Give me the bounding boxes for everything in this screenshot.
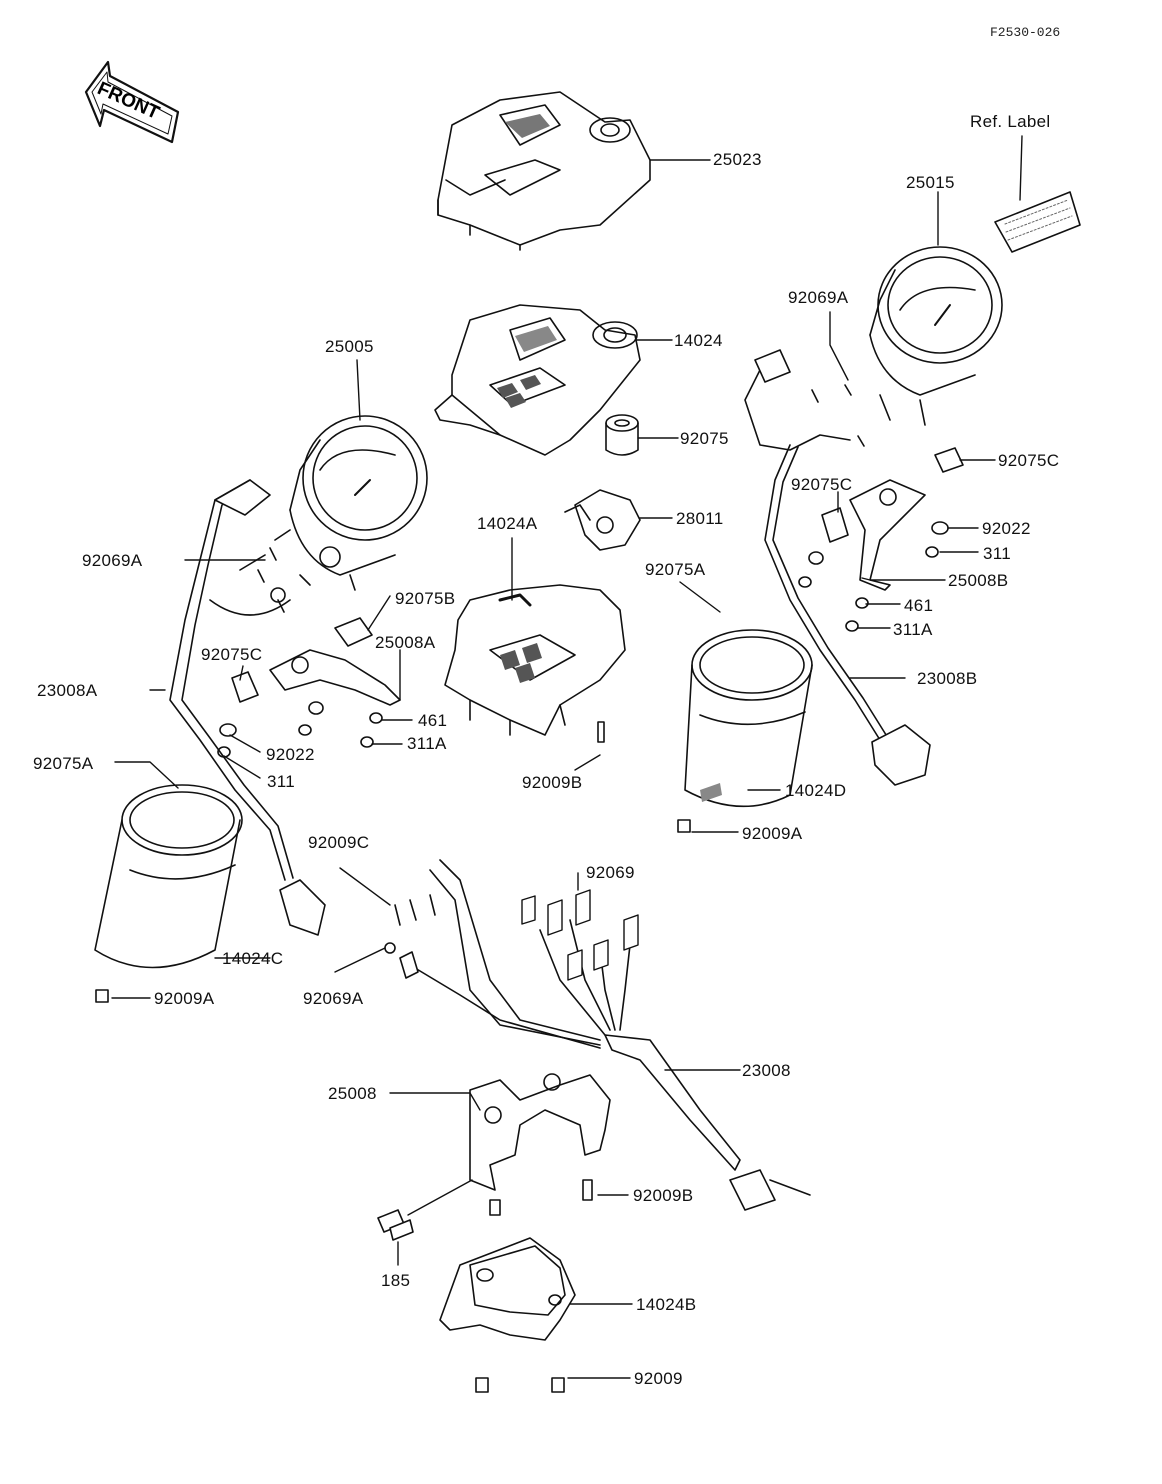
callout-92022-left: 92022 bbox=[266, 745, 315, 764]
callout-92075A-left: 92075A bbox=[33, 754, 94, 773]
bottom-cover-14024B bbox=[439, 1237, 576, 1341]
callout-311A-right: 311A bbox=[893, 620, 933, 639]
bracket-25008B bbox=[849, 479, 926, 591]
callout-14024A: 14024A bbox=[477, 514, 538, 533]
front-label-holder: FRONT bbox=[94, 78, 163, 124]
callout-92069A-left: 92069A bbox=[82, 551, 143, 570]
lower-meter-case-14024A bbox=[444, 584, 626, 736]
callout-311-right: 311 bbox=[983, 544, 1012, 563]
callout-23008B: 23008B bbox=[917, 669, 978, 688]
callout-25023: 25023 bbox=[713, 150, 762, 169]
callout-92075: 92075 bbox=[680, 429, 729, 448]
front-label: FRONT bbox=[94, 78, 163, 124]
ref-label-text: Ref. Label bbox=[970, 112, 1051, 131]
front-direction-arrow bbox=[84, 60, 180, 144]
callout-25005: 25005 bbox=[325, 337, 374, 356]
callout-23008: 23008 bbox=[742, 1061, 791, 1080]
reference-label-sticker bbox=[994, 191, 1081, 253]
speedometer-25015 bbox=[869, 246, 1003, 426]
callout-461-right: 461 bbox=[904, 596, 934, 615]
callout-92075C-right: 92075C bbox=[998, 451, 1060, 470]
upper-meter-cover-25023 bbox=[437, 91, 651, 251]
grommet-92075 bbox=[605, 414, 639, 456]
callout-92009B-bottom: 92009B bbox=[633, 1186, 694, 1205]
callout-92069A-bottom: 92069A bbox=[303, 989, 364, 1008]
callout-92075A-mid: 92075A bbox=[645, 560, 706, 579]
callout-14024: 14024 bbox=[674, 331, 723, 350]
callout-25008: 25008 bbox=[328, 1084, 377, 1103]
callout-185: 185 bbox=[381, 1271, 411, 1290]
callout-92022-right: 92022 bbox=[982, 519, 1031, 538]
callout-23008A: 23008A bbox=[37, 681, 98, 700]
callout-461-left: 461 bbox=[418, 711, 448, 730]
harness-23008A bbox=[169, 479, 326, 936]
callout-92075B: 92075B bbox=[395, 589, 456, 608]
callout-25008B: 25008B bbox=[948, 571, 1009, 590]
switch-28011 bbox=[564, 489, 641, 551]
callout-92009B-mid: 92009B bbox=[522, 773, 583, 792]
callout-92075C-mid: 92075C bbox=[791, 475, 853, 494]
bracket-25008A bbox=[269, 649, 401, 706]
callout-14024B: 14024B bbox=[636, 1295, 697, 1314]
callout-311-left: 311 bbox=[267, 772, 296, 791]
leader-lines bbox=[111, 135, 1023, 1379]
meter-cup-14024C bbox=[94, 784, 243, 969]
callout-28011: 28011 bbox=[676, 509, 724, 528]
meter-case-14024 bbox=[434, 304, 641, 456]
callout-14024D: 14024D bbox=[785, 781, 847, 800]
diagram-code: F2530-026 bbox=[990, 25, 1061, 40]
callout-25008A: 25008A bbox=[375, 633, 436, 652]
main-harness-23008 bbox=[384, 859, 811, 1211]
callout-92069: 92069 bbox=[586, 863, 635, 882]
small-hardware bbox=[217, 384, 964, 758]
callout-92009C: 92009C bbox=[308, 833, 370, 852]
callout-92009: 92009 bbox=[634, 1369, 683, 1388]
bracket-25008 bbox=[469, 1073, 611, 1191]
callout-92075C-left: 92075C bbox=[201, 645, 263, 664]
harness-23008B bbox=[744, 349, 931, 786]
meter-cup-14024D bbox=[684, 629, 813, 808]
callout-14024C: 14024C bbox=[222, 949, 284, 968]
tachometer-25005 bbox=[289, 415, 428, 591]
callout-92069A-right: 92069A bbox=[788, 288, 849, 307]
callout-92009A-left: 92009A bbox=[154, 989, 215, 1008]
screws bbox=[95, 819, 691, 1393]
bolt-185 bbox=[377, 1209, 414, 1241]
callout-25015: 25015 bbox=[906, 173, 955, 192]
callout-311A-left: 311A bbox=[407, 734, 447, 753]
callout-92009A-mid: 92009A bbox=[742, 824, 803, 843]
